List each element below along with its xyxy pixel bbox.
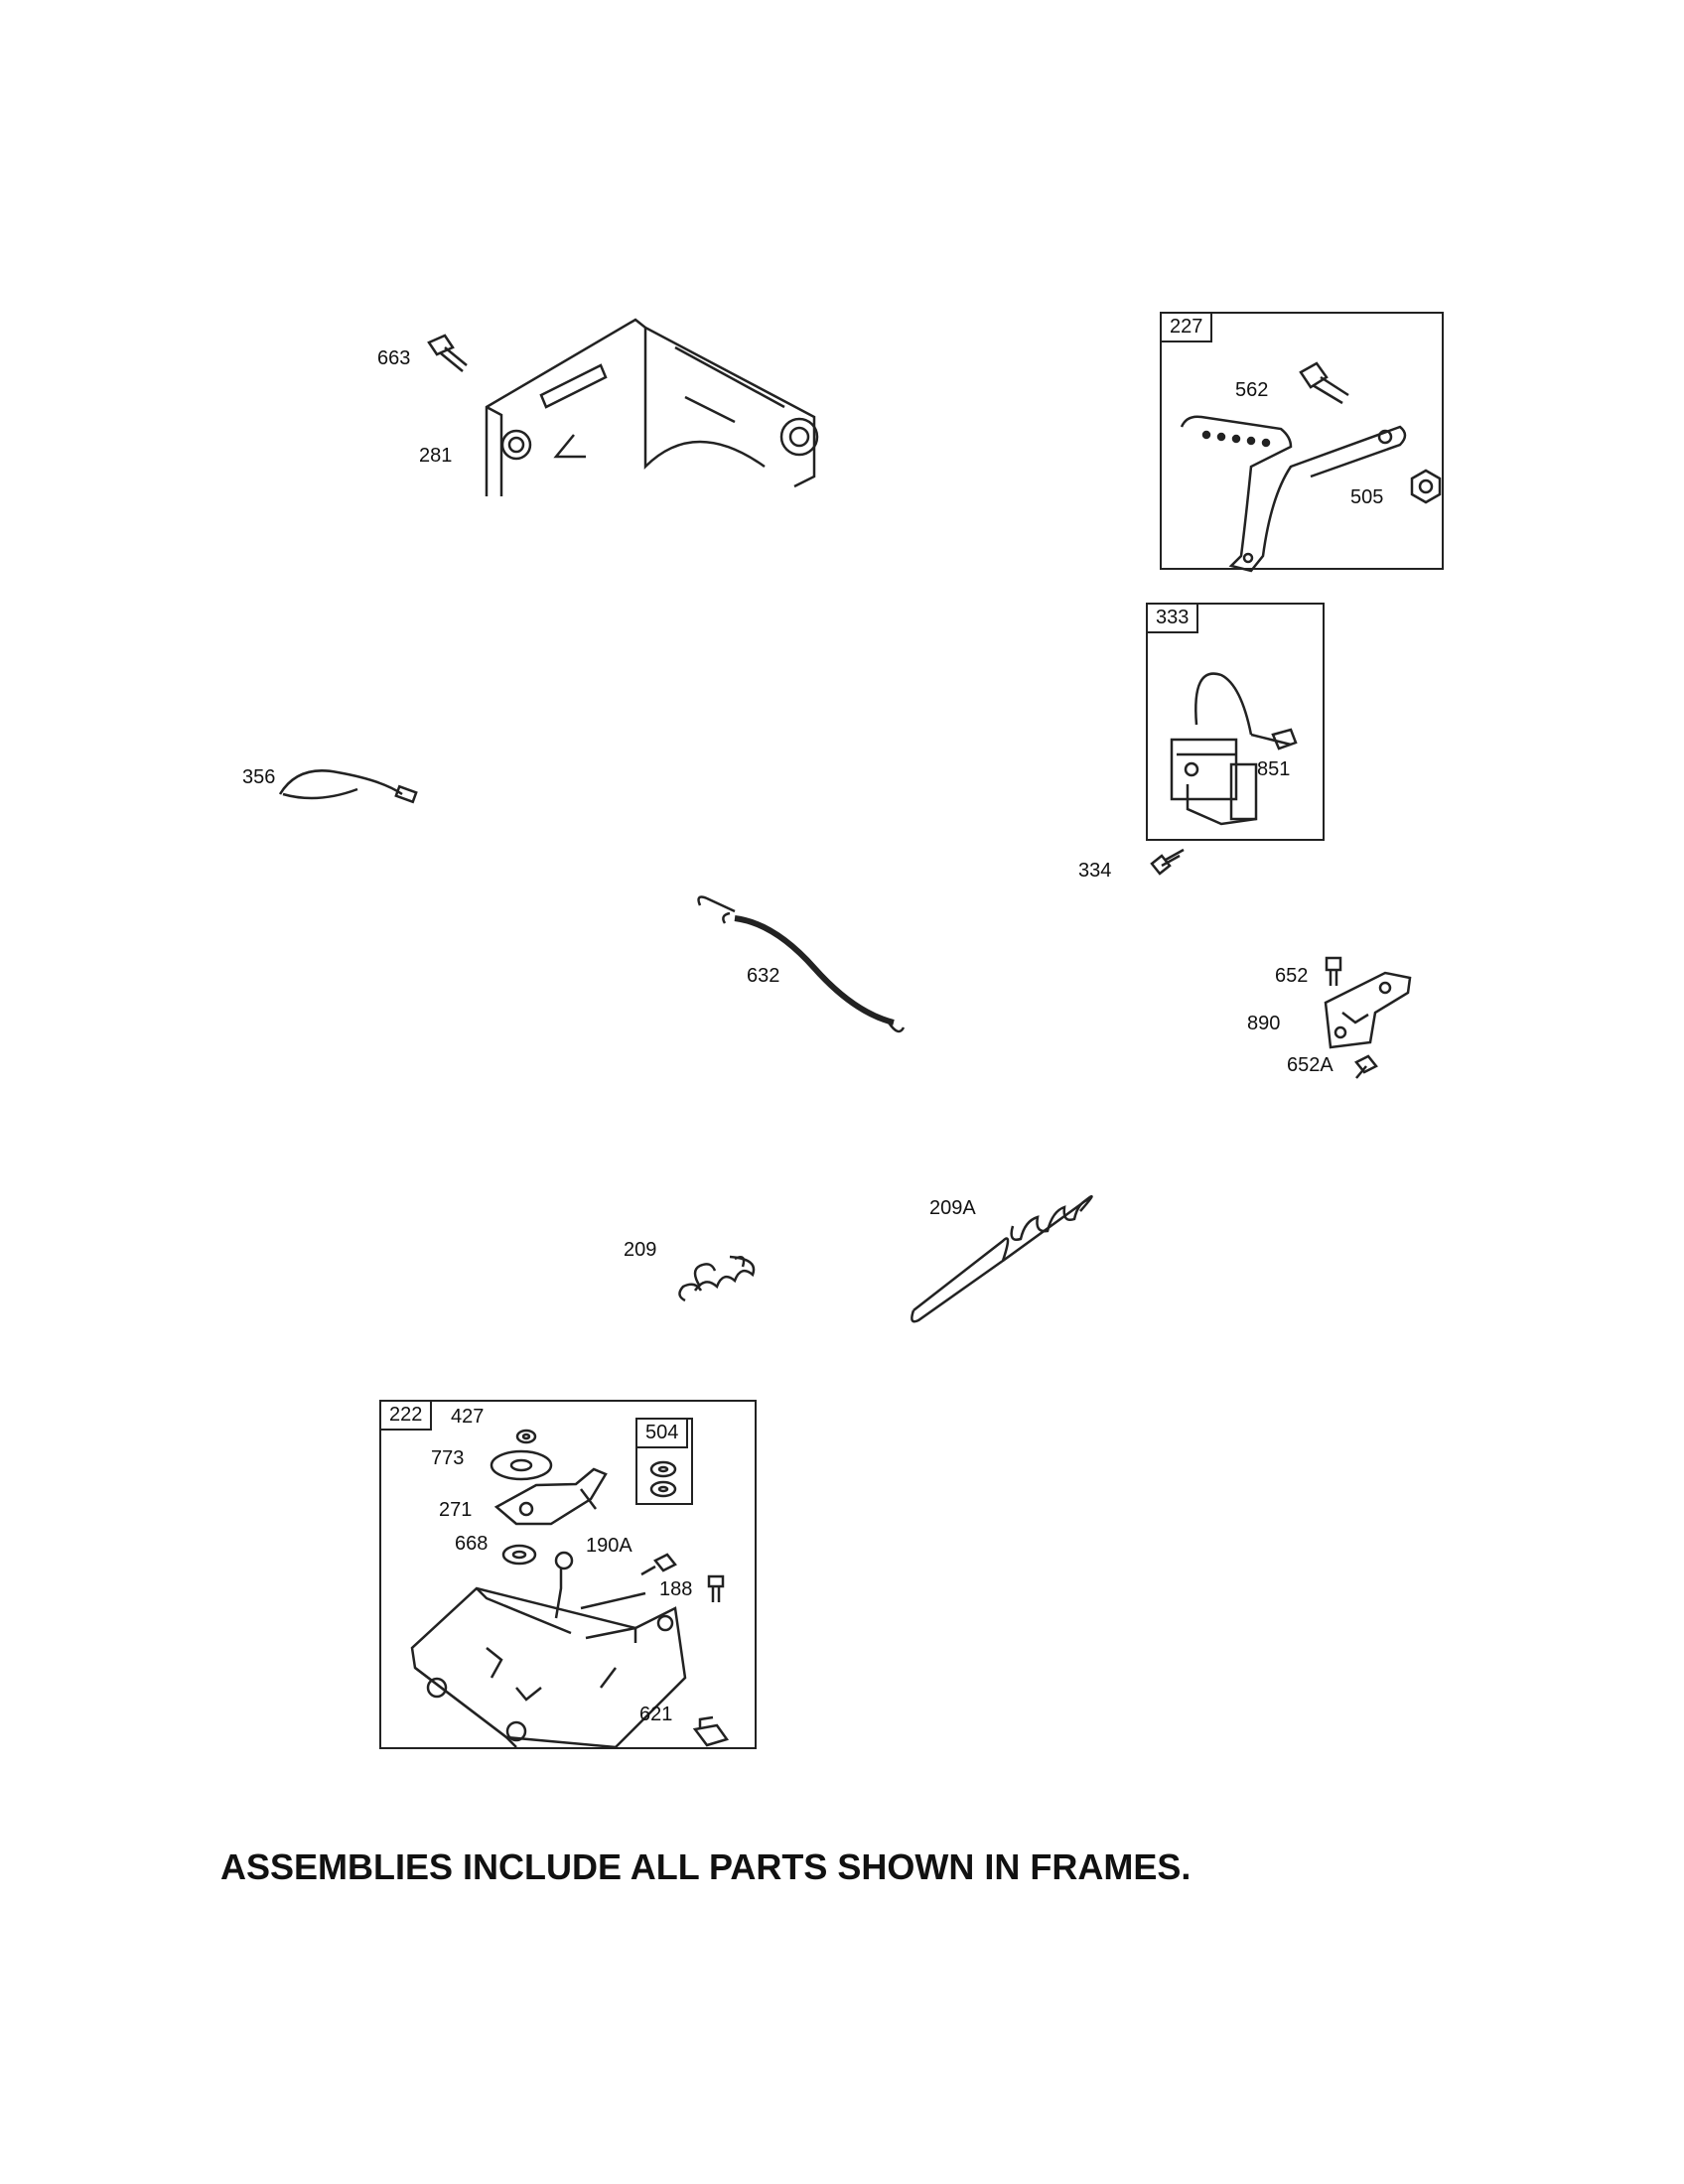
part-663-screw xyxy=(427,334,468,372)
label-652: 652 xyxy=(1275,965,1309,987)
assembly-frame-222: 222 xyxy=(379,1400,757,1749)
part-209-spring xyxy=(678,1255,756,1302)
part-190A-screw xyxy=(640,1553,677,1576)
part-333-coil xyxy=(1170,672,1292,826)
label-668: 668 xyxy=(455,1533,489,1555)
label-562: 562 xyxy=(1235,379,1269,401)
part-271-lever xyxy=(493,1467,608,1526)
part-505-nut xyxy=(1410,469,1442,504)
label-190A: 190A xyxy=(586,1535,632,1557)
part-209A-spring xyxy=(911,1194,1093,1323)
label-621: 621 xyxy=(639,1704,673,1725)
part-773-pulley xyxy=(490,1449,553,1481)
label-356: 356 xyxy=(242,766,276,788)
label-652A: 652A xyxy=(1287,1054,1333,1076)
label-281: 281 xyxy=(419,445,453,467)
part-632-rod xyxy=(697,895,906,1033)
part-222-control-bracket xyxy=(410,1551,687,1749)
part-227-lever xyxy=(1180,415,1407,573)
label-188: 188 xyxy=(659,1578,693,1600)
part-621-clip xyxy=(692,1715,730,1747)
label-209: 209 xyxy=(624,1239,657,1261)
frame-tag-333: 333 xyxy=(1146,603,1199,633)
assembly-frame-227: 227 xyxy=(1160,312,1444,570)
part-356-wire xyxy=(278,769,418,804)
label-334: 334 xyxy=(1078,860,1112,882)
part-668-washer xyxy=(501,1544,537,1566)
assembly-frame-333: 333 xyxy=(1146,603,1325,841)
part-188-bolt xyxy=(707,1574,725,1602)
assemblies-footnote: ASSEMBLIES INCLUDE ALL PARTS SHOWN IN FR… xyxy=(220,1846,1192,1887)
label-505: 505 xyxy=(1350,486,1384,508)
label-271: 271 xyxy=(439,1499,473,1521)
label-632: 632 xyxy=(747,965,780,987)
part-427-nut xyxy=(515,1429,537,1444)
part-334-screw xyxy=(1150,848,1185,876)
label-663: 663 xyxy=(377,347,411,369)
part-652A-screw xyxy=(1354,1054,1378,1079)
label-890: 890 xyxy=(1247,1013,1281,1034)
part-890-bracket xyxy=(1324,971,1412,1049)
frame-tag-222: 222 xyxy=(379,1400,433,1431)
frame-tag-504: 504 xyxy=(635,1418,689,1448)
part-851-clip xyxy=(1271,728,1298,751)
label-427: 427 xyxy=(451,1406,485,1428)
part-504-washers xyxy=(649,1460,677,1498)
label-209A: 209A xyxy=(929,1197,976,1219)
part-562-bolt xyxy=(1299,361,1349,405)
frame-tag-227: 227 xyxy=(1160,312,1213,342)
assembly-frame-504: 504 xyxy=(635,1418,693,1505)
label-851: 851 xyxy=(1257,758,1291,780)
part-281-bracket xyxy=(485,318,819,496)
part-652-screw xyxy=(1325,956,1342,986)
label-773: 773 xyxy=(431,1447,465,1469)
